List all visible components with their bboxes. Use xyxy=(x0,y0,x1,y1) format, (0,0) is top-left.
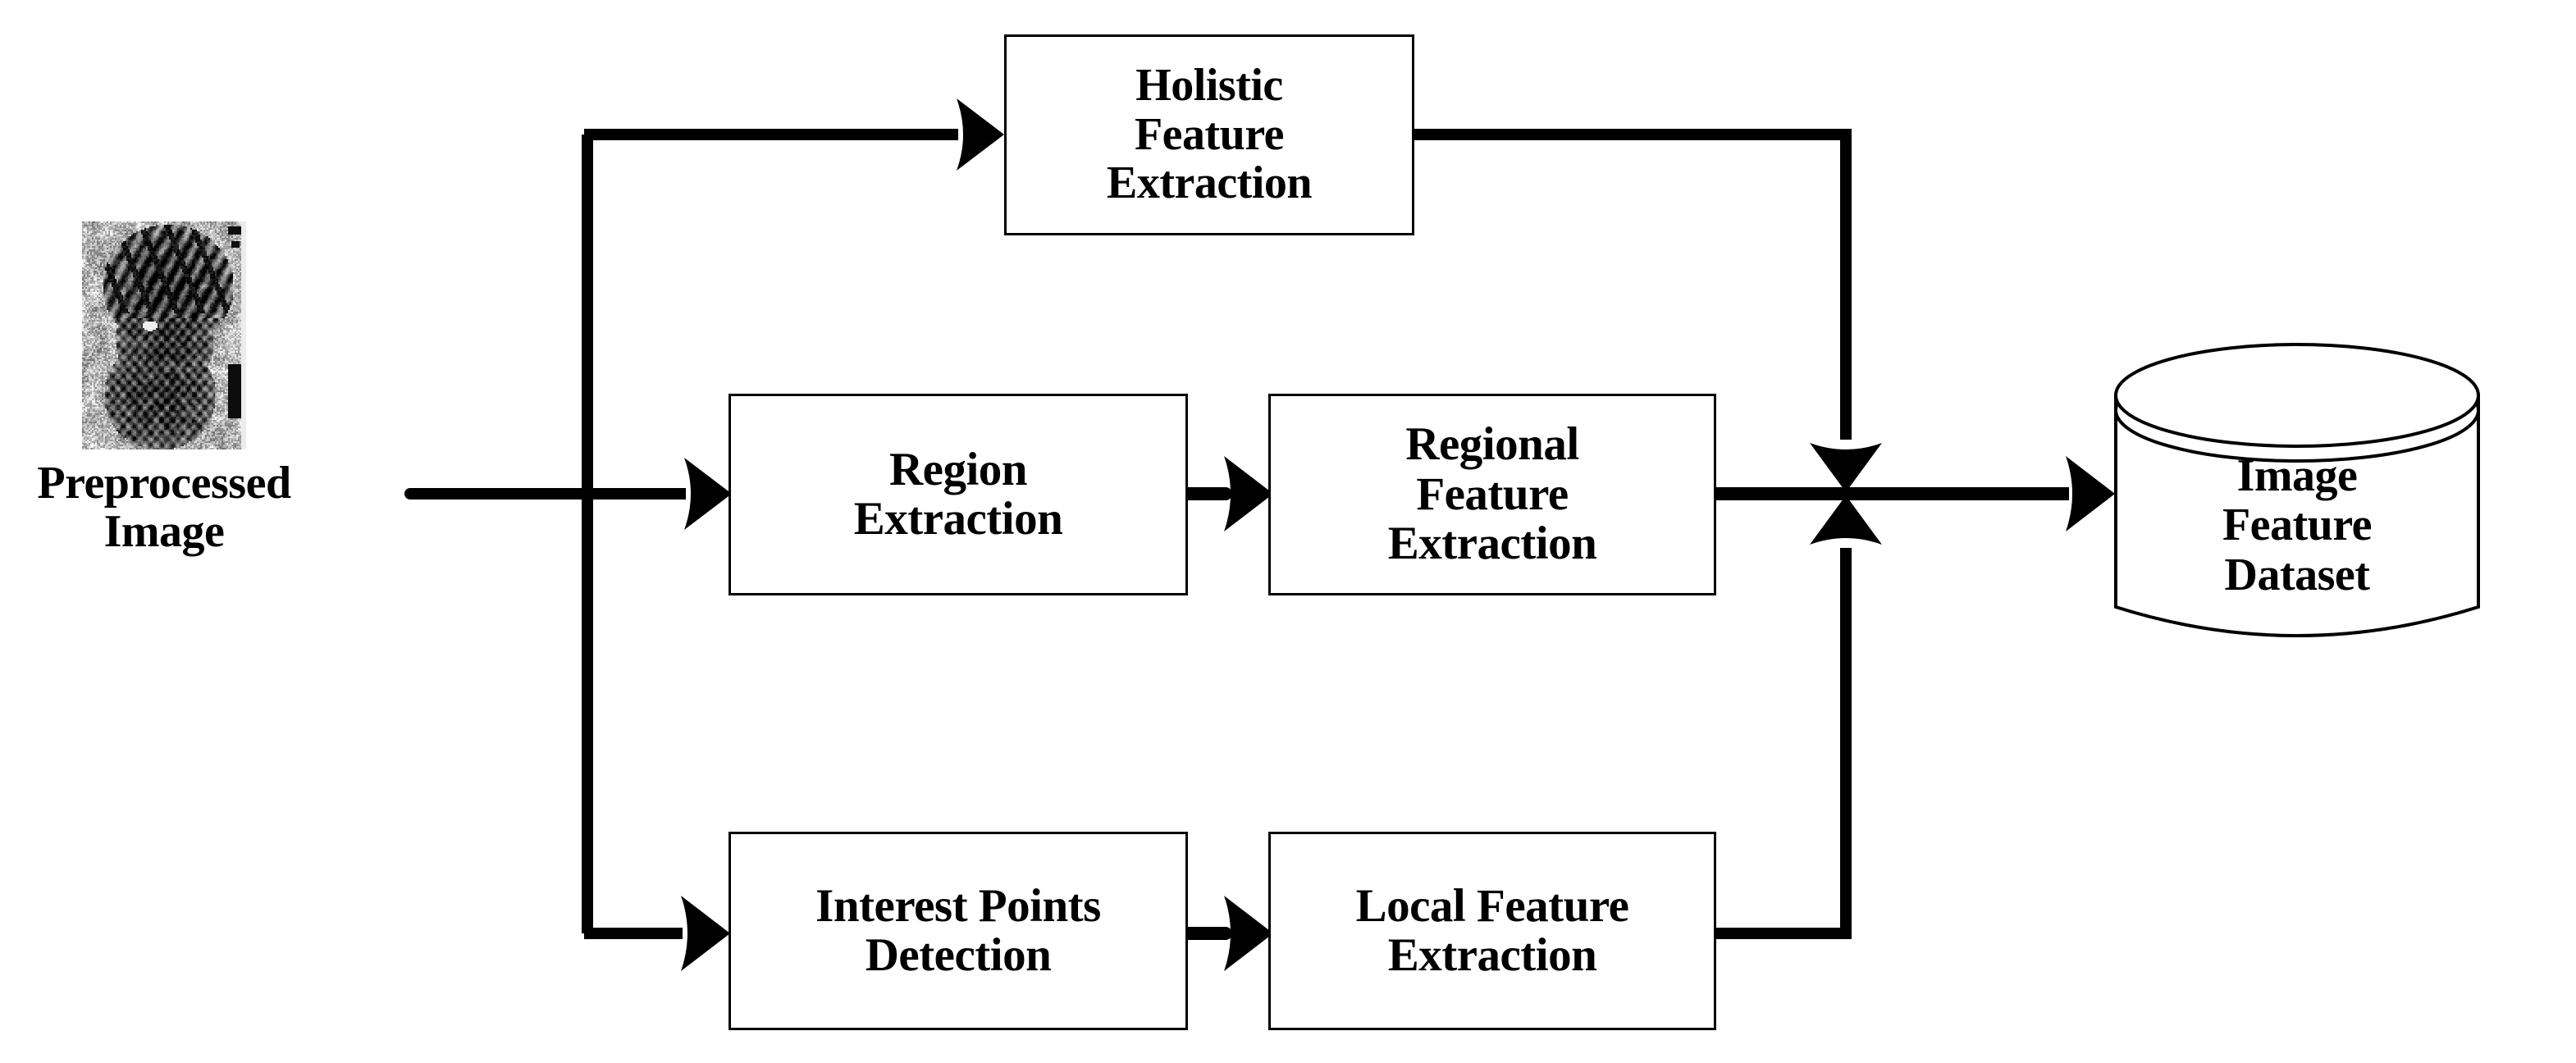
preprocessed-image-thumbnail xyxy=(82,221,246,449)
node-interest-points-detection[interactable]: Interest Points Detection xyxy=(728,832,1188,1030)
edge-merge-to-dataset-arrowhead xyxy=(2066,456,2115,532)
edge-bus-to-interest-arrowhead xyxy=(681,896,730,971)
edge-local-to-merge-line xyxy=(1716,548,1852,939)
node-regional-feature-extraction[interactable]: Regional Feature Extraction xyxy=(1268,394,1716,595)
cylinder-top xyxy=(2114,343,2480,448)
edge-holistic-to-merge-arrowhead xyxy=(1810,443,1882,492)
edge-local-to-merge-arrowhead xyxy=(1810,495,1882,545)
edge-holistic-to-merge-line xyxy=(1414,129,1852,440)
edge-interest-to-local-arrowhead xyxy=(1224,896,1273,971)
edge-bus-to-holistic-arrowhead xyxy=(957,98,1004,171)
node-local-feature-extraction[interactable]: Local Feature Extraction xyxy=(1268,832,1716,1030)
node-region-extraction[interactable]: Region Extraction xyxy=(728,394,1188,595)
edge-region-to-regional-arrowhead xyxy=(1224,456,1273,532)
node-holistic-feature-extraction[interactable]: Holistic Feature Extraction xyxy=(1004,34,1414,235)
edge-bus-to-region-arrowhead xyxy=(684,458,732,530)
node-regional-label: Regional Feature Extraction xyxy=(1387,418,1597,570)
preprocessed-image-caption: Preprocessed Image xyxy=(37,458,291,558)
datastore-image-feature-dataset[interactable]: Image Feature Dataset xyxy=(2113,343,2481,651)
node-holistic-label: Holistic Feature Extraction xyxy=(1106,60,1313,209)
shoeprint-image xyxy=(82,221,246,449)
node-local-label: Local Feature Extraction xyxy=(1355,879,1629,981)
node-region-label: Region Extraction xyxy=(853,443,1063,545)
node-interest-label: Interest Points Detection xyxy=(815,879,1101,981)
cylinder-shape xyxy=(2114,343,2480,637)
